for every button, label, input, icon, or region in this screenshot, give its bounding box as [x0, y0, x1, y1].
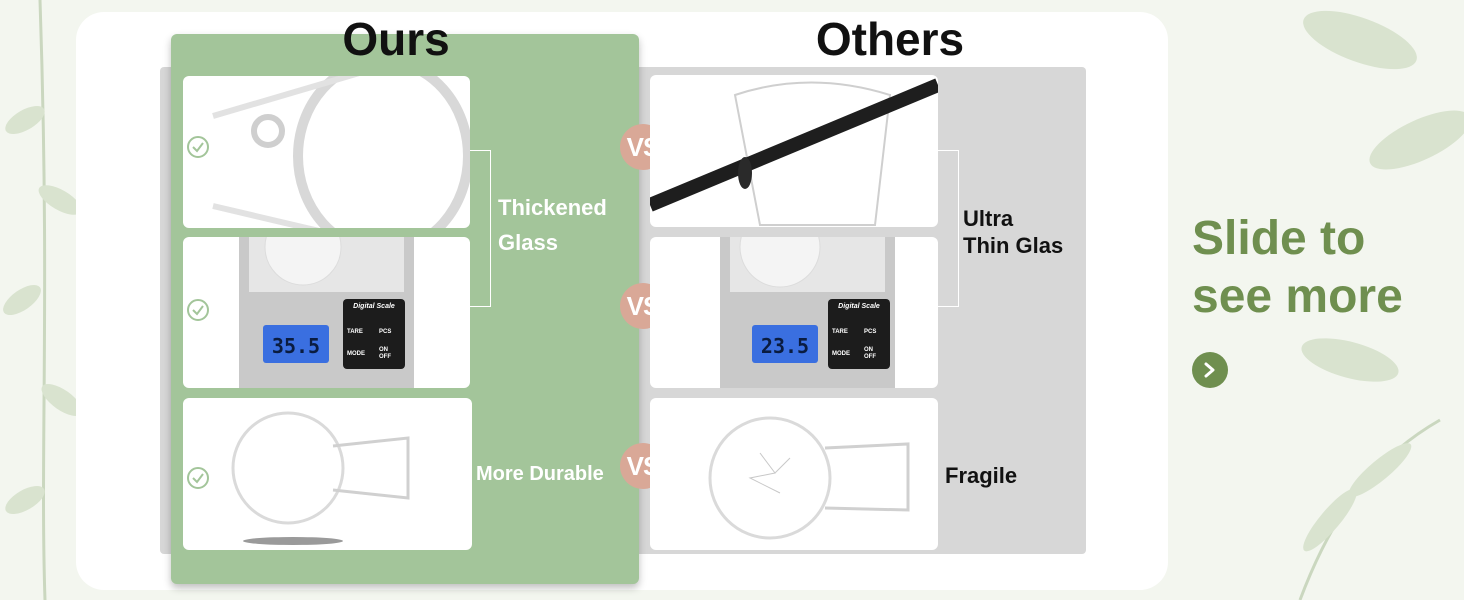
ours-scale-brand: Digital Scale	[353, 303, 395, 310]
others-scale-reading: 23.5	[760, 334, 810, 358]
ours-heading: Ours	[342, 13, 450, 65]
ours-scale-pcs: PCS	[379, 329, 392, 335]
ours-scale-tare: TARE	[347, 329, 363, 335]
others-thin-label: Ultra Thin Glas	[963, 205, 1063, 259]
check-icon	[187, 467, 209, 489]
ours-thickened-label: Thickened Glass	[498, 190, 607, 260]
ours-durable-label: More Durable	[476, 463, 604, 485]
ours-thickened-line-1: Thickened	[498, 195, 607, 220]
others-feature-bracket	[938, 150, 959, 307]
others-scale-tare: TARE	[832, 329, 848, 335]
slide-cta-text: Slide to see more	[1192, 210, 1452, 326]
leaf-left-decoration	[3, 0, 83, 600]
ours-scale-mode: MODE	[347, 351, 365, 357]
chevron-right-icon	[1204, 362, 1215, 378]
others-thin-glass-photo	[650, 75, 938, 227]
others-scale-brand: Digital Scale	[838, 303, 880, 310]
ours-scale-onoff: ON OFF	[379, 347, 391, 360]
check-icon	[187, 299, 209, 321]
others-thin-line-2: Thin Glas	[963, 233, 1064, 258]
others-scale-pcs: PCS	[864, 329, 877, 335]
slide-cta-line-1: Slide to	[1192, 212, 1366, 265]
others-scale-onoff: ON OFF	[864, 347, 876, 360]
others-scale-mode: MODE	[832, 351, 850, 357]
ours-scale-photo: 35.5 Digital Scale TARE PCS MODE ON OFF	[183, 237, 470, 388]
others-heading: Others	[815, 13, 965, 65]
ours-thick-glass-photo	[183, 76, 470, 228]
others-fragile-photo	[650, 398, 938, 550]
ours-durable-photo	[183, 398, 472, 550]
ours-scale-reading: 35.5	[271, 334, 321, 358]
others-thin-line-1: Ultra	[963, 206, 1014, 231]
others-fragile-label: Fragile	[945, 463, 1018, 488]
ours-thickened-line-2: Glass	[498, 230, 558, 255]
check-icon	[187, 136, 209, 158]
others-scale-photo: 23.5 Digital Scale TARE PCS MODE ON OFF	[650, 237, 938, 388]
ours-feature-bracket	[470, 150, 491, 307]
slide-cta-line-2: see more	[1192, 270, 1403, 323]
next-arrow-button[interactable]	[1192, 352, 1228, 388]
leaf-right-decoration	[1298, 10, 1464, 600]
